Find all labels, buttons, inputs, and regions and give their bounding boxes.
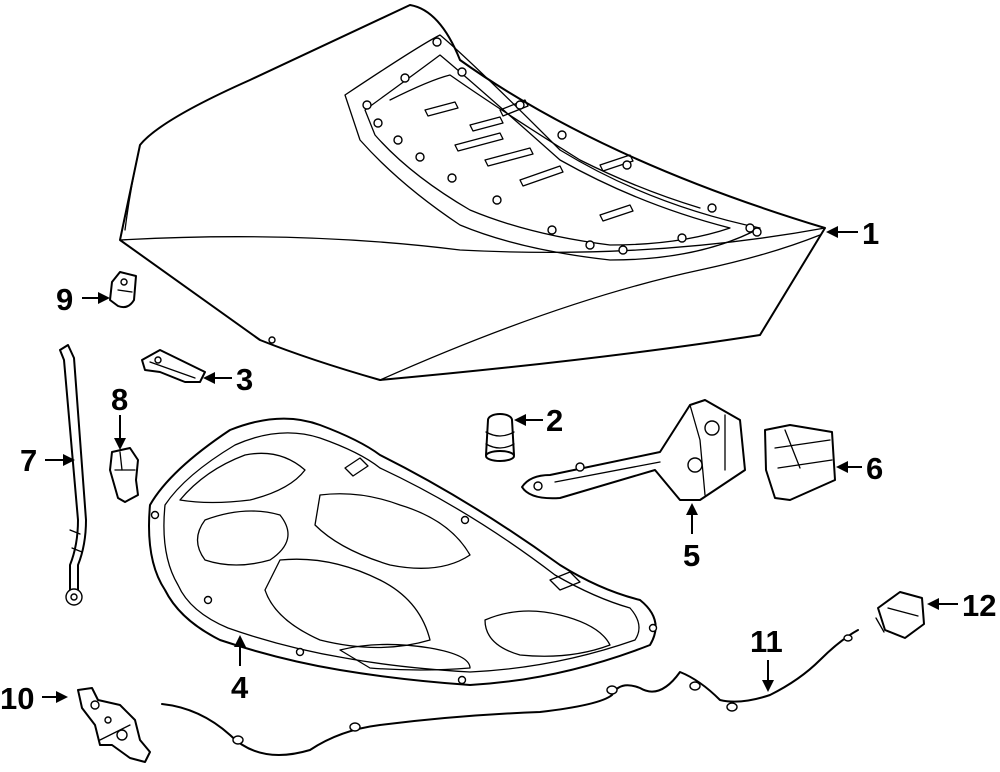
hood-seal-retainer <box>141 349 206 383</box>
release-cable <box>161 629 859 756</box>
support-rod-holder <box>109 447 139 503</box>
callout-11: 11 <box>750 624 783 659</box>
callout-9: 9 <box>56 282 73 317</box>
callout-1: 1 <box>862 216 879 251</box>
hinge-cover <box>764 424 836 501</box>
hood-panel <box>119 4 826 381</box>
callout-5: 5 <box>683 538 700 573</box>
callout-2: 2 <box>546 403 563 438</box>
callout-12: 12 <box>962 588 996 623</box>
hood-bracket <box>109 271 137 309</box>
callout-6: 6 <box>866 451 883 486</box>
release-handle <box>875 591 925 639</box>
callout-7: 7 <box>20 443 37 478</box>
callout-8: 8 <box>111 382 128 417</box>
callout-10: 10 <box>0 681 34 716</box>
callout-4: 4 <box>231 670 249 705</box>
leader-lines <box>42 226 958 703</box>
callout-3: 3 <box>236 362 253 397</box>
hood-insulator-pad <box>148 417 658 686</box>
hood-bumper <box>485 413 515 462</box>
hood-support-rod <box>59 344 87 606</box>
hood-latch <box>77 687 151 763</box>
hood-hinge <box>521 399 746 501</box>
